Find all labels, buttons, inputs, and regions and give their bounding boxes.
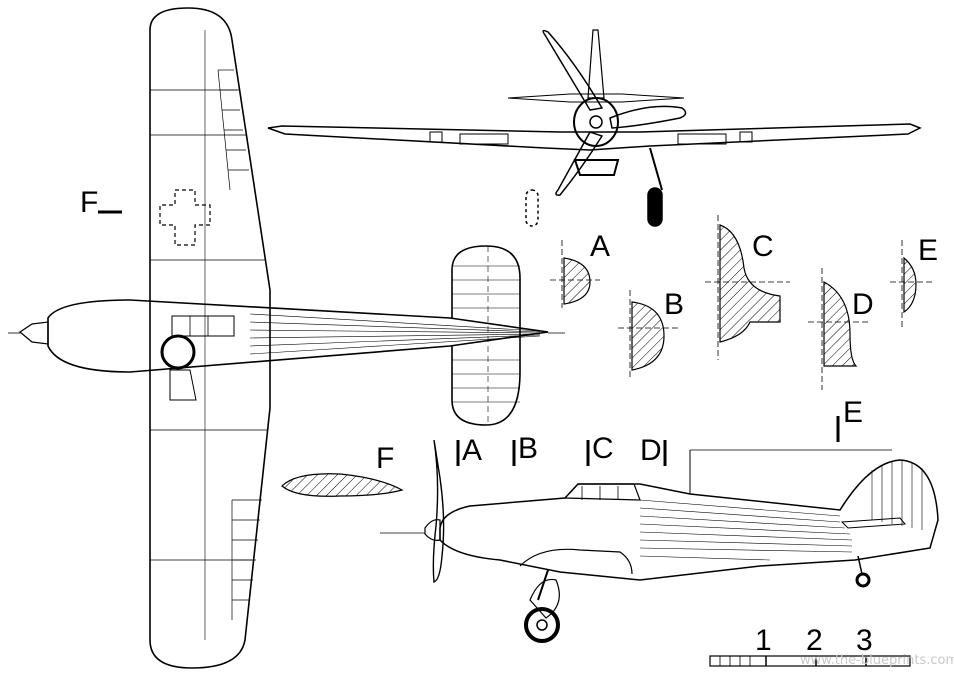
side-fuselage — [439, 459, 939, 581]
label-cut-e: E — [843, 396, 863, 429]
label-profile-c: C — [752, 230, 774, 263]
scale-bar: 1 2 3 www.the-blueprints.com — [709, 624, 954, 668]
label-profile-f: F — [376, 442, 394, 475]
label-profile-a: A — [590, 230, 610, 263]
profile-d — [808, 268, 870, 390]
label-cut-d: D — [640, 434, 662, 467]
side-view — [380, 439, 939, 643]
scale-label-3: 3 — [856, 624, 873, 657]
watermark: www.the-blueprints.com — [800, 653, 954, 668]
section-profiles — [281, 215, 935, 497]
labels: A B C D E F A B C D E F — [80, 186, 938, 475]
label-cut-c: C — [592, 432, 614, 465]
front-propeller-blade-right — [609, 105, 687, 129]
side-tail-wheel — [855, 572, 871, 588]
label-cut-b: B — [518, 432, 538, 465]
front-propeller-blade-bottom — [555, 131, 604, 196]
profile-f-airfoil — [281, 473, 404, 497]
section-cut-markers — [98, 210, 840, 466]
profile-c — [705, 215, 790, 360]
wing-marking — [159, 189, 211, 246]
profile-a — [550, 240, 600, 308]
label-profile-e: E — [918, 234, 938, 267]
plan-view — [8, 7, 565, 669]
plan-wing-outline — [149, 7, 271, 669]
label-cut-a: A — [462, 434, 482, 467]
plan-fuselage — [47, 299, 549, 373]
scale-label-2: 2 — [806, 624, 823, 657]
profile-e — [890, 240, 935, 330]
label-profile-b: B — [664, 288, 684, 321]
front-propeller-blade-top — [542, 29, 604, 111]
side-wheel — [524, 607, 560, 643]
front-wheel-left-ghost — [525, 189, 539, 227]
label-profile-d: D — [852, 288, 874, 321]
side-canopy — [563, 483, 641, 501]
scale-label-1: 1 — [755, 624, 772, 657]
side-propeller — [432, 439, 445, 583]
front-view — [267, 29, 922, 227]
front-wheel-right — [647, 187, 663, 227]
front-wing — [267, 123, 922, 151]
plan-tailplane — [451, 245, 521, 426]
plan-wheel — [160, 334, 196, 370]
profile-b — [618, 290, 680, 380]
label-cut-f: F — [80, 186, 98, 219]
